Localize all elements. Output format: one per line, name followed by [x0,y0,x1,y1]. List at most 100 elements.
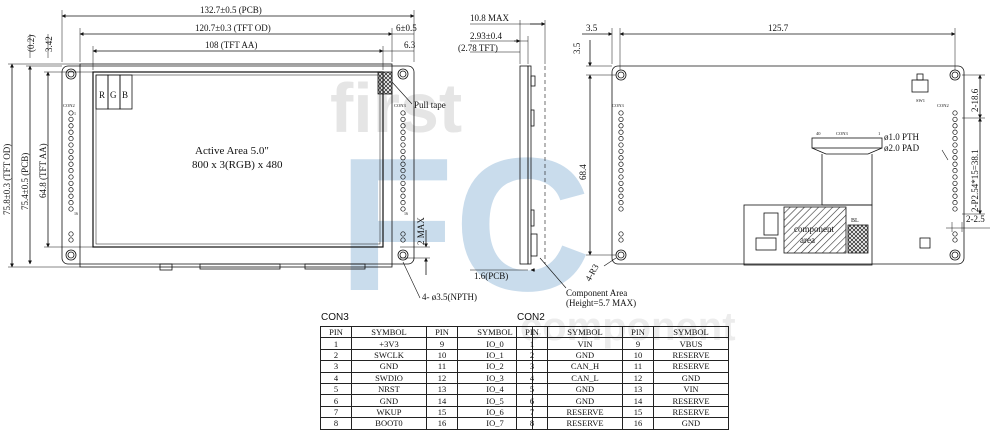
dim-back-684: 68.4 [578,164,588,180]
header-pin-hole [68,155,74,161]
header-pin-hole [400,123,406,129]
pin-symbol-cell: CAN_H [547,360,623,373]
dim-2max: 2 MAX [416,217,426,245]
header-pin-hole [952,200,958,206]
header-pin-hole [618,237,624,243]
pin-symbol-cell: VIN [547,337,623,350]
header-pin-hole [68,237,74,243]
pin-number-cell: 6 [516,394,548,407]
side-component-area: Component Area [566,288,627,298]
dim-tft-od-height: 75.8±0.3 (TFT OD) [2,144,12,215]
header-symbol: SYMBOL [351,325,427,339]
active-area-title: Active Area 5.0" [195,145,269,157]
header-pin-hole [952,206,958,212]
pin-number-cell: 13 [426,382,458,396]
header-pin-hole [618,168,624,174]
pin-number-cell: 3 [516,360,548,373]
back-con3-side-label: CON3 [612,103,625,108]
hole-note: 4- ø3.5(NPTH) [422,292,477,302]
dim-top-342: 3.42 [44,36,54,52]
header-pin: PIN [622,325,654,339]
header-pin: PIN [516,325,548,339]
pin-number-cell: 8 [320,417,352,430]
pin-number-cell: 4 [320,371,352,384]
dim-top-02: (0.2) [26,35,36,52]
header-pin-hole [400,200,406,206]
pin-number-cell: 10 [426,348,458,362]
pin-symbol-cell: GND [547,394,623,407]
dim-back-pitch: 2-P2.54*15=38.1 [970,149,980,212]
header-pin-hole [68,129,74,135]
back-component-area [783,206,847,254]
pin-symbol-cell: GND [653,417,729,430]
back-con3-pin40: 40 [816,131,821,136]
header-pin-hole [952,148,958,154]
back-pcb-outline [611,65,965,265]
pin-symbol-cell: BOOT0 [351,417,427,430]
header-pin-hole [952,237,958,243]
sw1-label: SW1 [916,98,925,103]
header-pin-hole [952,110,958,116]
front-con2-label: CON2 [63,103,75,108]
pin-number-cell: 2 [320,348,352,362]
header-pin-hole [952,187,958,193]
pin-number-cell: 7 [516,405,548,419]
pin-symbol-cell: GND [547,348,623,362]
header-pin-hole [952,123,958,129]
back-area-label: area [800,235,815,245]
header-pin-hole [952,155,958,161]
header-pin-hole [68,187,74,193]
back-component-board [743,204,873,266]
pin-number-cell: 16 [622,417,654,430]
back-con3-pin1: 1 [878,131,880,136]
pin-number-cell: 12 [426,371,458,384]
header-pin-hole [68,200,74,206]
back-bl-area [847,224,869,254]
front-view [8,10,430,299]
front-pin16-left: 16 [74,211,78,216]
header-pin-hole [952,193,958,199]
header-pin-hole [68,136,74,142]
header-pin-hole [618,136,624,142]
header-pin-hole [618,200,624,206]
pin-number-cell: 7 [320,405,352,419]
pin-number-cell: 2 [516,348,548,362]
rgb-b: B [122,90,128,100]
header-pin-hole [400,116,406,122]
header-pin-hole [618,116,624,122]
pin-number-cell: 15 [426,405,458,419]
header-pin-hole [400,187,406,193]
pin-symbol-cell: RESERVE [653,405,729,419]
watermark: first FC component [330,69,736,349]
dim-tft-aa-width: 108 (TFT AA) [205,40,257,50]
header-pin-hole [400,206,406,212]
header-pin-hole [618,180,624,186]
header-pin-hole [618,123,624,129]
pin-number-cell: 1 [516,337,548,350]
pad-label: ø2.0 PAD [884,143,920,153]
pin-number-cell: 11 [426,360,458,373]
pin-number-cell: 12 [622,371,654,384]
dim-pcb-height: 75.4±0.5 (PCB) [20,153,30,210]
header-pin-hole [400,193,406,199]
dim-tft-od-width: 120.7±0.3 (TFT OD) [195,23,271,33]
pin-number-cell: 14 [426,394,458,407]
pin-number-cell: 5 [516,382,548,396]
dim-back-2-186: 2-18.6 [970,88,980,112]
fpc-cable [821,154,873,206]
dim-278: (2.78 TFT) [458,43,498,53]
header-pin-hole [68,231,74,237]
header-pin-hole [400,155,406,161]
header-pin-hole [400,180,406,186]
front-pin1-left: 1 [74,111,76,116]
side-view-labels: 10.8 MAX 2.93±0.4 (2.78 TFT) 1.6(PCB) Co… [458,13,636,308]
header-pin-hole [952,174,958,180]
front-con3-label: CON3 [394,103,407,108]
